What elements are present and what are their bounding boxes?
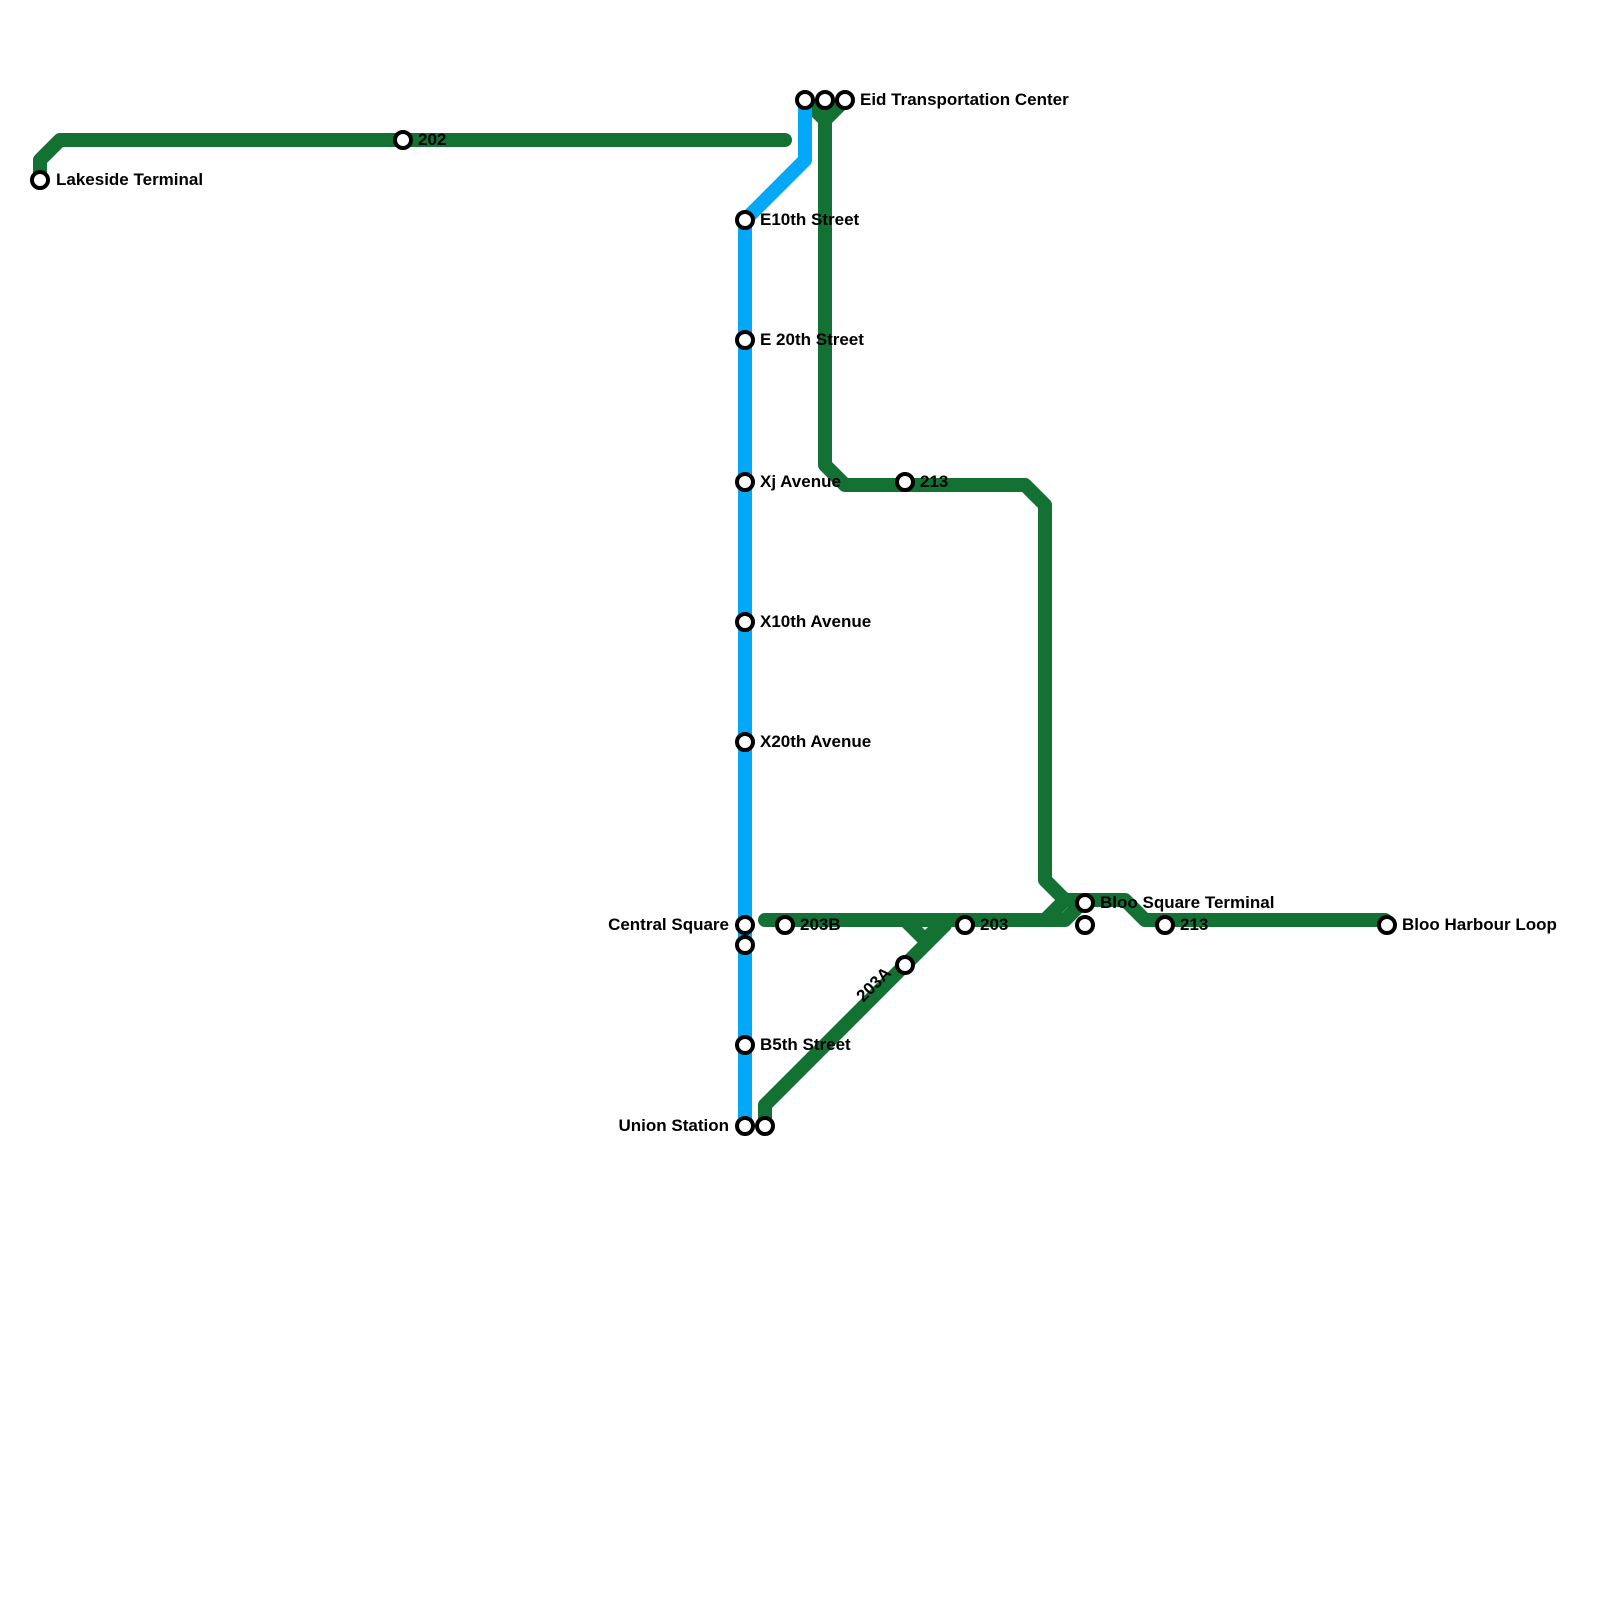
station-marker-b5th-street[interactable] bbox=[735, 1035, 755, 1055]
station-marker-e20th-street[interactable] bbox=[735, 330, 755, 350]
label-x10th-avenue: X10th Avenue bbox=[760, 612, 871, 631]
station-marker-eid-1[interactable] bbox=[795, 90, 815, 110]
label-b5th-street: B5th Street bbox=[760, 1035, 851, 1054]
label-central-square: Central Square bbox=[608, 915, 729, 934]
label-union-station: Union Station bbox=[619, 1116, 729, 1135]
station-marker-203[interactable] bbox=[955, 915, 975, 935]
label-e20th-street: E 20th Street bbox=[760, 330, 864, 349]
station-marker-x20th-avenue[interactable] bbox=[735, 732, 755, 752]
station-marker-x10th-avenue[interactable] bbox=[735, 612, 755, 632]
label-203b: 203B bbox=[800, 915, 841, 934]
label-213-east: 213 bbox=[1180, 915, 1208, 934]
station-marker-bloo-square-terminal-1[interactable] bbox=[1075, 893, 1095, 913]
station-marker-lakeside-terminal[interactable] bbox=[30, 170, 50, 190]
station-marker-e10th-street[interactable] bbox=[735, 210, 755, 230]
station-marker-union-station-2[interactable] bbox=[755, 1116, 775, 1136]
station-marker-203b[interactable] bbox=[775, 915, 795, 935]
label-e10th-street: E10th Street bbox=[760, 210, 860, 229]
station-marker-213-north[interactable] bbox=[895, 472, 915, 492]
station-marker-202[interactable] bbox=[393, 130, 413, 150]
station-labels: Lakeside Terminal 202 Eid Transportation… bbox=[56, 90, 1557, 1135]
green-line-group bbox=[33, 93, 1392, 1132]
station-marker-bloo-square-terminal-2[interactable] bbox=[1075, 915, 1095, 935]
label-202: 202 bbox=[418, 130, 446, 149]
station-marker-bloo-harbour-loop[interactable] bbox=[1377, 915, 1397, 935]
green-line-203-connector bbox=[1038, 893, 1072, 927]
label-lakeside-terminal: Lakeside Terminal bbox=[56, 170, 203, 189]
blue-line bbox=[738, 93, 812, 1132]
station-marker-xj-avenue[interactable] bbox=[735, 472, 755, 492]
station-marker-203a[interactable] bbox=[895, 955, 915, 975]
green-line-union-branch bbox=[758, 913, 952, 1132]
label-bloo-square-terminal: Bloo Square Terminal bbox=[1100, 893, 1274, 912]
station-marker-union-station-1[interactable] bbox=[735, 1116, 755, 1136]
label-213-north: 213 bbox=[920, 472, 948, 491]
green-line-203a-spur bbox=[898, 913, 952, 947]
green-line-eid-to-bloo bbox=[818, 93, 1392, 927]
station-marker-eid-3[interactable] bbox=[835, 90, 855, 110]
station-marker-central-square-1[interactable] bbox=[735, 915, 755, 935]
station-marker-213-east[interactable] bbox=[1155, 915, 1175, 935]
label-eid-transportation-center: Eid Transportation Center bbox=[860, 90, 1069, 109]
label-203: 203 bbox=[980, 915, 1008, 934]
station-markers bbox=[30, 90, 1397, 1136]
label-bloo-harbour-loop: Bloo Harbour Loop bbox=[1402, 915, 1557, 934]
station-marker-central-square-2[interactable] bbox=[735, 935, 755, 955]
station-marker-eid-2[interactable] bbox=[815, 90, 835, 110]
label-x20th-avenue: X20th Avenue bbox=[760, 732, 871, 751]
label-xj-avenue: Xj Avenue bbox=[760, 472, 841, 491]
